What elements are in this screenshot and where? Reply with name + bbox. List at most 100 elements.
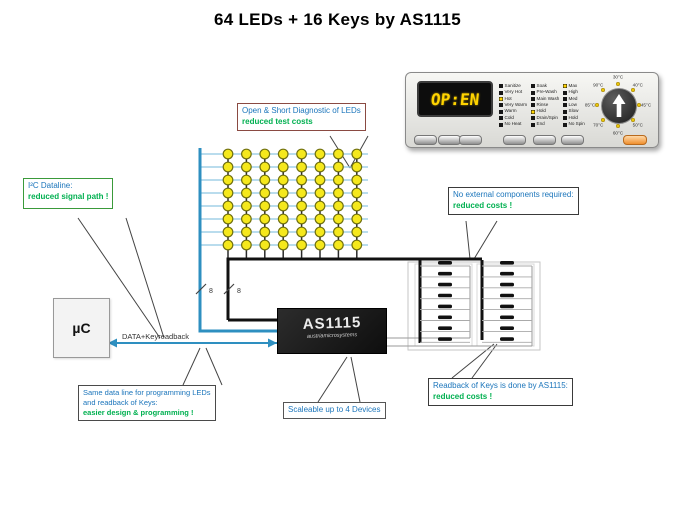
led [314, 148, 326, 160]
key-switch [438, 337, 452, 341]
indicator-rinse: Rinse [531, 102, 563, 108]
led [259, 239, 271, 251]
callout-i2c-dataline: I²C Dataline: reduced signal path ! [23, 178, 114, 209]
led [314, 239, 326, 251]
indicator-label: End [536, 121, 545, 127]
key-switch [500, 261, 514, 265]
callout-benefit: reduced signal path ! [28, 191, 109, 201]
indicator-led-on [563, 84, 567, 89]
indicator-label: Soak [536, 82, 547, 88]
indicator-led-off [499, 84, 503, 89]
indicator-led-off [499, 90, 503, 95]
indicator-led-off [531, 116, 535, 121]
led [333, 213, 344, 225]
indicator-led-off [499, 122, 503, 127]
callout-text: Scaleable up to 4 Devices [288, 405, 381, 414]
indicator-label: High [568, 89, 578, 95]
led [296, 187, 308, 199]
callout-text: Same data line for programming LEDs [83, 388, 211, 397]
led [222, 226, 234, 238]
indicator-label: Very Hot [504, 89, 523, 95]
callout-benefit: easier design & programming ! [83, 408, 194, 418]
panel-start-button [623, 135, 647, 145]
indicator-led-on [499, 96, 503, 101]
key-switch [438, 293, 452, 298]
key-matrix [420, 261, 532, 343]
led [259, 187, 271, 199]
key-switch [438, 326, 452, 330]
indicator-label: Low [568, 102, 577, 108]
arrow-up-icon [612, 94, 626, 117]
indicator-cold: Cold [499, 115, 531, 121]
led [296, 148, 308, 160]
led [277, 174, 289, 186]
led [314, 213, 326, 225]
led [240, 200, 252, 212]
indicator-label: Med [568, 95, 578, 101]
indicator-end: End [531, 121, 563, 127]
callout-no-external-components: No external components required: reduced… [448, 187, 579, 215]
segment-bus-lines [226, 257, 484, 343]
indicator-med: Med [563, 96, 595, 102]
led [351, 174, 363, 186]
indicator-very-warm: Very Warm [499, 102, 531, 108]
callout-benefit: reduced costs ! [433, 391, 493, 401]
indicator-led-off [531, 96, 535, 101]
knob-dot [601, 118, 605, 122]
indicator-label: Max [568, 82, 578, 88]
as1115-chip: AS1115 austriamicrosystems [277, 308, 387, 354]
led [277, 239, 289, 251]
key-switch [500, 293, 514, 298]
led [351, 148, 363, 160]
panel-button [438, 135, 461, 145]
panel-button [414, 135, 437, 145]
indicator-led-off [563, 103, 567, 108]
key-switch [500, 337, 514, 341]
led [314, 226, 326, 238]
led [296, 161, 308, 173]
key-switch [500, 326, 514, 330]
callout-pointer-lines [77, 135, 498, 403]
key-matrix-frame [407, 261, 541, 351]
led [333, 239, 344, 251]
led [259, 161, 271, 173]
indicator-max: Max [563, 83, 595, 89]
led [277, 148, 289, 160]
led [333, 226, 344, 238]
led [296, 213, 308, 225]
knob-dot [616, 82, 620, 86]
led [259, 200, 271, 212]
indicator-pre-wash: Pre-Wash [531, 89, 563, 95]
indicator-soak: Soak [531, 83, 563, 89]
led [333, 148, 344, 160]
mcu-box: µC [53, 298, 110, 358]
callout-text: I²C Dataline: [28, 181, 73, 190]
mcu-label: µC [72, 320, 91, 336]
arrow-left-icon [108, 338, 117, 348]
led [222, 174, 234, 186]
callout-text: Readback of Keys is done by AS1115: [433, 381, 568, 390]
led [240, 213, 252, 225]
knob-temp-label: 70°C [593, 122, 604, 128]
led [333, 174, 344, 186]
led [314, 200, 326, 212]
led [240, 161, 252, 173]
led [222, 161, 234, 173]
indicator-led-off [499, 116, 503, 121]
callout-open-short-diagnostic: Open & Short Diagnostic of LEDs reduced … [237, 103, 366, 131]
indicator-hold: Hold [563, 115, 595, 121]
knob-temp-label: 50°C [632, 122, 643, 128]
indicator-label: Hot [504, 95, 512, 101]
led [240, 174, 252, 186]
callout-scaleable: Scaleable up to 4 Devices [283, 402, 386, 419]
led [222, 148, 234, 160]
knob-temp-label: 85°C [584, 102, 596, 108]
led [222, 187, 234, 199]
knob-face [601, 88, 637, 124]
indicator-led-on [531, 109, 535, 114]
led-matrix [222, 148, 363, 251]
